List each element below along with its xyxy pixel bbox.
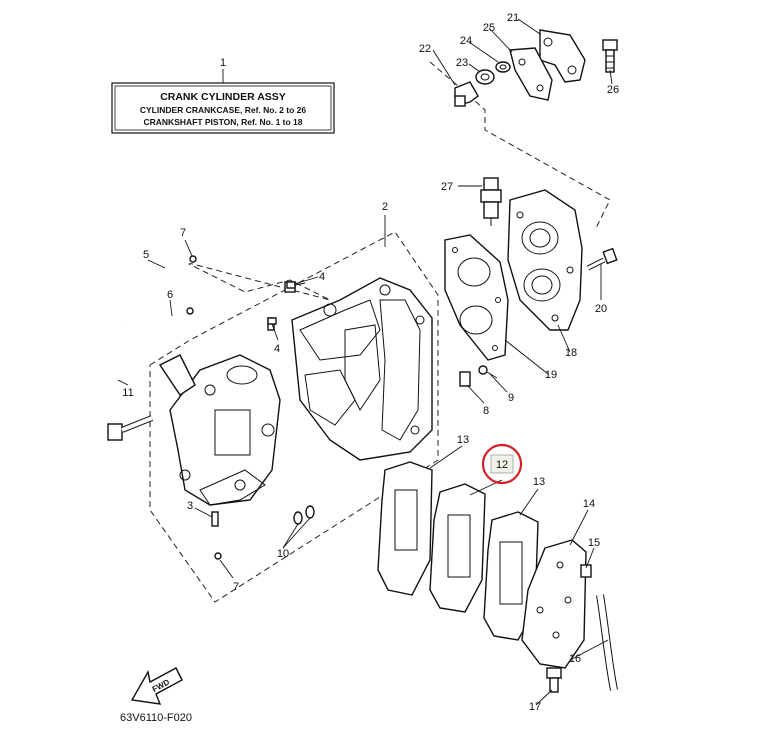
cylinder-head-part-18 <box>507 189 583 331</box>
hose-part-6 <box>108 307 187 382</box>
crankcase-part-2 <box>291 277 433 461</box>
spark-plug-part-27 <box>480 177 502 226</box>
callout-9: 9 <box>508 392 514 404</box>
fwd-arrow-icon: FWD <box>130 667 183 705</box>
crankcase-cover-assembly <box>158 354 281 506</box>
head-gasket-part-19 <box>444 234 509 361</box>
callout-14: 14 <box>583 498 595 510</box>
bolt-part-17 <box>546 667 562 693</box>
drawing-code: 63V6110-F020 <box>120 712 192 724</box>
callout-7b: 7 <box>233 581 239 593</box>
callout-16: 16 <box>569 653 581 665</box>
callout-17: 17 <box>529 701 541 713</box>
screw-part-3 <box>211 511 219 527</box>
callout-19: 19 <box>545 369 557 381</box>
callout-11: 11 <box>122 387 133 399</box>
seal-part-23 <box>475 69 495 85</box>
dowel-part-10a <box>293 511 303 525</box>
callout-12: 12 <box>496 459 508 471</box>
callout-8: 8 <box>483 405 489 417</box>
gasket-part-25 <box>509 47 553 101</box>
highlight-circle <box>481 443 523 485</box>
bolt-part-20 <box>586 247 618 271</box>
callout-21: 21 <box>507 12 519 24</box>
hose-part-16 <box>597 594 617 691</box>
callout-13b: 13 <box>533 476 545 488</box>
title-box: 1 CRANK CYLINDER ASSY CYLINDER CRANKCASE… <box>111 57 335 134</box>
small-parts <box>105 255 498 560</box>
title-line-1: CRANK CYLINDER ASSY <box>160 91 286 103</box>
screw-part-9 <box>478 365 498 379</box>
callout-18: 18 <box>565 347 577 359</box>
gasket-part-13b <box>483 511 539 641</box>
cylinder-head-assembly <box>444 177 618 361</box>
callout-26: 26 <box>607 84 619 96</box>
callout-22: 22 <box>419 43 431 55</box>
callout-10: 10 <box>277 548 289 560</box>
exhaust-inner-plate-part-12 <box>429 483 486 613</box>
callout-7a: 7 <box>180 227 186 239</box>
bolt-part-26 <box>602 39 618 73</box>
assembly-boundaries <box>149 61 611 603</box>
callout-15: 15 <box>588 537 600 549</box>
callout-2: 2 <box>382 201 388 213</box>
callout-6: 6 <box>167 289 173 301</box>
callout-4a: 4 <box>319 271 325 283</box>
callout-5: 5 <box>143 249 149 261</box>
callout-3: 3 <box>187 500 193 512</box>
cover-assembly <box>454 29 618 107</box>
callout-1: 1 <box>220 57 226 69</box>
title-line-3: CRANKSHAFT PISTON, Ref. No. 1 to 18 <box>144 117 303 127</box>
dowel-part-10b <box>305 505 315 519</box>
crankcase-assembly <box>267 277 433 461</box>
bolt-part-11 <box>107 415 154 441</box>
screw-part-4b <box>267 317 277 325</box>
exhaust-cover-part-14 <box>521 539 587 669</box>
callout-13a: 13 <box>457 434 469 446</box>
callout-23: 23 <box>456 57 468 69</box>
fitting-part-15 <box>580 564 592 578</box>
exhaust-assembly <box>377 461 618 693</box>
title-line-2: CYLINDER CRANKCASE, Ref. No. 2 to 26 <box>140 105 307 115</box>
washer-part-24 <box>495 61 511 73</box>
callout-20: 20 <box>595 303 607 315</box>
callout-24: 24 <box>460 35 472 47</box>
gasket-part-13a <box>377 461 433 596</box>
callout-4b: 4 <box>274 343 280 355</box>
plate-part-8 <box>459 371 471 387</box>
screw-part-4a <box>286 281 306 289</box>
callout-27: 27 <box>441 181 453 193</box>
hose-part-5 <box>105 257 192 328</box>
callout-12-box <box>490 454 514 474</box>
crankcase-cover <box>169 354 281 506</box>
callout-25: 25 <box>483 22 495 34</box>
clip-part-7 <box>189 255 197 263</box>
callout-numbers: 2 3 4 4 5 6 7 7 8 9 10 11 12 13 13 14 15… <box>122 12 619 713</box>
